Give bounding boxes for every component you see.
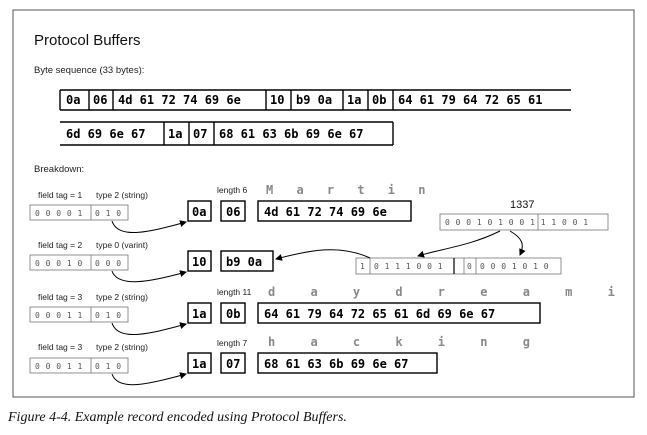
field-2-tag-bits: 0 0 0 1 0 <box>35 259 83 268</box>
field-2-tag-label: field tag = 2 <box>38 240 82 250</box>
field-3-length-byte: 0b <box>226 307 240 321</box>
seq-bytes-varint: b9 0a <box>296 93 332 107</box>
field-1-ascii: M a r t i n <box>266 183 433 197</box>
field-1-length-box <box>220 200 246 222</box>
field-1-value-bytes: 4d 61 72 74 69 6e <box>264 205 387 219</box>
byte-sequence-row-2: 6d 69 6e 67 1a 07 68 61 63 6b 69 6e 67 <box>60 121 394 146</box>
field-1-tag-bits: 0 0 0 0 1 <box>35 209 83 218</box>
field-2-type-label: type 0 (varint) <box>96 240 148 250</box>
field-1-tag-byte: 0a <box>192 205 206 219</box>
field-3-ascii: d a y d r e a m i n g <box>268 285 647 299</box>
varint-bits-top: 0 0 0 1 0 1 0 0 1 1 1 0 0 1 <box>445 218 589 227</box>
seq-byte-len3: 0b <box>372 93 386 107</box>
field-1-tag-label: field tag = 1 <box>38 190 82 200</box>
field-4-tag-byte: 1a <box>192 357 206 371</box>
field-4-type-label: type 2 (string) <box>96 342 148 352</box>
field-4-tag-label: field tag = 3 <box>38 342 82 352</box>
varint-byte1-msb: 1 <box>360 262 365 271</box>
field-2-tag-byte: 10 <box>192 255 206 269</box>
field-1-bits-box <box>29 204 129 221</box>
field-1-length-label: length 6 <box>217 185 248 195</box>
varint-to-bytes-arrow <box>275 249 371 261</box>
field-4-length-label: length 7 <box>217 338 248 348</box>
field-3-value-box <box>257 302 541 324</box>
field-3-tag-label: field tag = 3 <box>38 292 82 302</box>
field-3-value-bytes: 64 61 79 64 72 65 61 6d 69 6e 67 <box>264 307 495 321</box>
byte-sequence-row-1: 0a 06 4d 61 72 74 69 6e 10 b9 0a 1a 0b 6… <box>59 89 571 111</box>
field-2-tag-arrow <box>111 270 187 283</box>
field-3-type-label: type 2 (string) <box>96 292 148 302</box>
field-3-bits-box <box>29 306 129 323</box>
field-1-value-box <box>257 200 412 222</box>
field-3-tag-arrow <box>111 322 187 335</box>
field-4-tag-arrow <box>111 372 187 386</box>
varint-number: 1337 <box>510 199 534 211</box>
field-3-tag-bits: 0 0 0 1 1 <box>35 311 83 320</box>
field-1-tag-box <box>187 200 212 222</box>
field-4-tag-box <box>187 352 212 374</box>
field-2-tag-box <box>187 250 212 272</box>
field-4-breakdown: field tag = 3 type 2 (string) 0 0 0 1 1 … <box>29 335 544 386</box>
varint-byte1-bits: 0 1 1 1 0 0 1 <box>374 262 443 271</box>
breakdown-label: Breakdown: <box>34 164 84 175</box>
field-4-bits-box <box>29 357 129 374</box>
field-4-ascii: h a c k i n g <box>268 335 544 349</box>
field-4-value-box <box>257 352 438 374</box>
field-3-length-label: length 11 <box>217 287 252 297</box>
field-1-length-byte: 06 <box>226 205 240 219</box>
field-4-type-bits: 0 1 0 <box>95 362 122 371</box>
varint-byte2-msb: 0 <box>467 262 472 271</box>
field-3-type-bits: 0 1 0 <box>95 311 122 320</box>
field-2-bits-box <box>29 254 129 271</box>
seq-bytes-hacking: 68 61 63 6b 69 6e 67 <box>219 127 364 141</box>
seq-byte-tag1: 0a <box>66 93 80 107</box>
varint-arrow-low <box>509 230 526 256</box>
field-4-length-box <box>220 352 246 374</box>
field-3-tag-box <box>187 302 212 324</box>
field-3-breakdown: field tag = 3 type 2 (string) 0 0 0 1 1 … <box>29 285 647 335</box>
seq-bytes-daydreaming-1: 64 61 79 64 72 65 61 <box>398 93 543 107</box>
seq-byte-len4: 07 <box>193 127 207 141</box>
field-3-length-box <box>220 302 246 324</box>
seq-byte-tag2: 10 <box>270 93 284 107</box>
field-2-type-bits: 0 0 0 <box>95 259 122 268</box>
field-2-value-box <box>220 250 274 272</box>
field-1-type-bits: 0 1 0 <box>95 209 122 218</box>
varint-arrow-high <box>417 230 501 258</box>
byte-sequence-label: Byte sequence (33 bytes): <box>34 65 144 76</box>
seq-byte-len1: 06 <box>93 93 107 107</box>
field-2-breakdown: field tag = 2 type 0 (varint) 0 0 0 1 0 … <box>29 199 609 283</box>
figure-caption: Figure 4-4. Example record encoded using… <box>7 410 347 425</box>
varint-byte2-bits: 0 0 0 1 0 1 0 <box>480 262 549 271</box>
seq-byte-tag3: 1a <box>347 93 361 107</box>
varint-encoded-box <box>355 257 562 275</box>
field-4-length-byte: 07 <box>226 357 240 371</box>
seq-bytes-daydreaming-2: 6d 69 6e 67 <box>66 127 145 141</box>
varint-bits-top-box <box>439 213 609 231</box>
field-3-tag-byte: 1a <box>192 307 206 321</box>
field-1-breakdown: field tag = 1 type 2 (string) 0 0 0 0 1 … <box>29 183 433 233</box>
field-4-tag-bits: 0 0 0 1 1 <box>35 362 83 371</box>
field-1-tag-arrow <box>111 220 187 233</box>
field-4-value-bytes: 68 61 63 6b 69 6e 67 <box>264 357 409 371</box>
seq-bytes-martin: 4d 61 72 74 69 6e <box>118 93 241 107</box>
field-1-type-label: type 2 (string) <box>96 190 148 200</box>
field-2-value-bytes: b9 0a <box>226 255 262 269</box>
seq-byte-tag4: 1a <box>168 127 182 141</box>
diagram-title: Protocol Buffers <box>34 32 140 49</box>
